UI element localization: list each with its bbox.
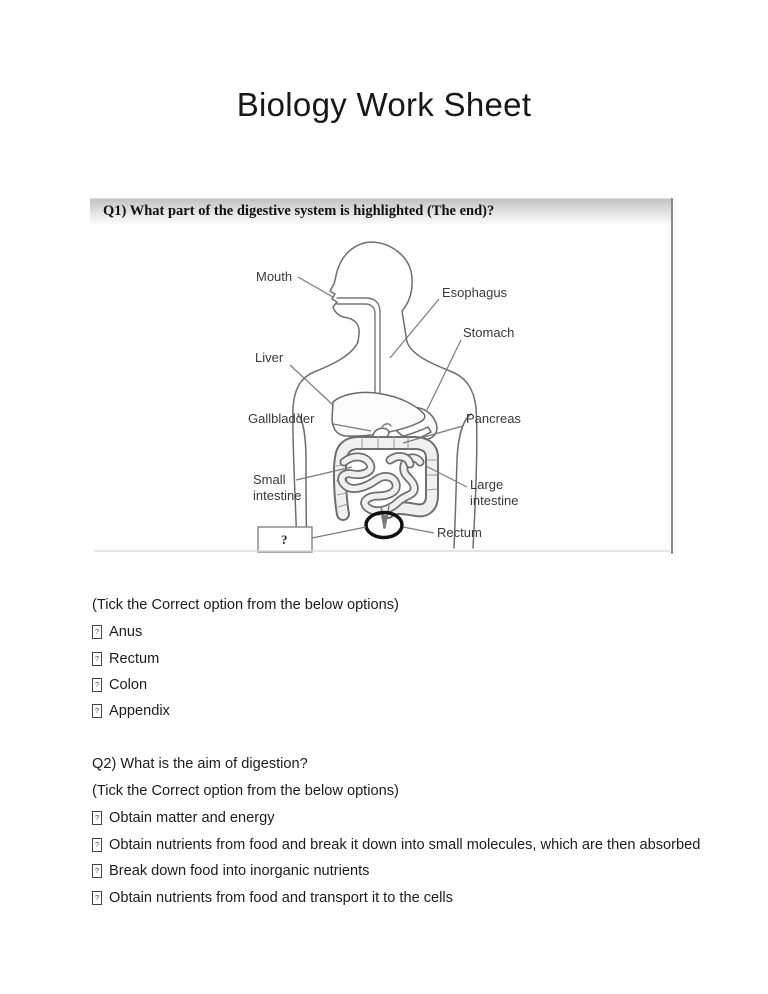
stomach-leader-line (426, 339, 462, 411)
pancreas-leader-line (402, 425, 464, 444)
q1-option-appendix[interactable]: Appendix (92, 701, 732, 721)
leader-lines (289, 276, 468, 539)
option-label: Obtain nutrients from food and transport… (109, 889, 453, 906)
small-intestine-label-line1: Small (253, 472, 286, 487)
q1-header-text: Q1) What part of the digestive system is… (103, 203, 495, 219)
mouth-label: Mouth (256, 269, 292, 284)
digestive-system-diagram: Mouth Esophagus Stomach Liver Gallbladde… (94, 241, 670, 553)
option-label: Obtain nutrients from food and break it … (109, 836, 701, 853)
scan-right-edge-line (671, 198, 673, 554)
option-label: Break down food into inorganic nutrients (109, 862, 370, 879)
missing-glyph-icon (92, 652, 102, 666)
small-intestine-leader-line (295, 466, 353, 481)
q2-option-4[interactable]: Obtain nutrients from food and transport… (92, 888, 732, 908)
esophagus-leader-line (389, 298, 440, 359)
missing-glyph-icon (92, 864, 102, 878)
bile-duct-line (381, 423, 392, 428)
right-shoulder-arm-outline (406, 341, 478, 549)
answer-box-question-mark[interactable]: ? (281, 532, 288, 547)
q2-option-1[interactable]: Obtain matter and energy (92, 808, 732, 828)
missing-glyph-icon (92, 811, 102, 825)
highlight-ellipse (364, 510, 404, 540)
missing-glyph-icon (92, 838, 102, 852)
option-label: Anus (109, 623, 143, 640)
option-label: Obtain matter and energy (109, 809, 275, 826)
option-label: Rectum (109, 650, 160, 667)
answer-box-leader-line (311, 526, 367, 539)
liver-shape (331, 391, 426, 437)
option-label: Appendix (109, 702, 170, 719)
gallbladder-label: Gallbladder (248, 411, 315, 426)
small-intestine-shape (337, 452, 425, 516)
missing-glyph-icon (92, 625, 102, 639)
mouth-leader-line (297, 276, 334, 298)
large-intestine-label-line1: Large (470, 477, 503, 492)
missing-glyph-icon (92, 704, 102, 718)
small-intestine-label-line2: intestine (253, 488, 301, 503)
q1-instruction: (Tick the Correct option from the below … (92, 597, 399, 613)
option-label: Colon (109, 676, 148, 693)
pancreas-label: Pancreas (466, 411, 521, 426)
right-inner-arm-line (453, 413, 472, 549)
liver-label: Liver (255, 350, 284, 365)
missing-glyph-icon (92, 678, 102, 692)
esophagus-label: Esophagus (442, 285, 508, 300)
rectum-label: Rectum (437, 525, 482, 540)
body-outline (329, 241, 413, 343)
rectum-shape (380, 505, 390, 529)
page-title: Biology Work Sheet (236, 86, 532, 123)
q1-option-colon[interactable]: Colon (92, 675, 732, 695)
q2-instruction: (Tick the Correct option from the below … (92, 783, 399, 799)
liver-leader-line (289, 364, 334, 406)
stomach-label: Stomach (463, 325, 514, 340)
q2-option-2[interactable]: Obtain nutrients from food and break it … (92, 835, 732, 855)
q1-figure: Mouth Esophagus Stomach Liver Gallbladde… (90, 198, 682, 554)
answer-box[interactable] (257, 526, 313, 553)
q1-option-rectum[interactable]: Rectum (92, 649, 732, 669)
q1-option-anus[interactable]: Anus (92, 622, 732, 642)
q2-header: Q2) What is the aim of digestion? (92, 756, 308, 772)
q2-option-3[interactable]: Break down food into inorganic nutrients (92, 861, 732, 881)
large-intestine-label-line2: intestine (470, 493, 518, 508)
q1-header-bar: Q1) What part of the digestive system is… (90, 198, 672, 224)
left-shoulder-arm-outline (292, 341, 359, 549)
gallbladder-leader-line (332, 423, 372, 432)
rectum-leader-line (402, 526, 435, 534)
large-intestine-leader-line (425, 465, 468, 488)
missing-glyph-icon (92, 891, 102, 905)
